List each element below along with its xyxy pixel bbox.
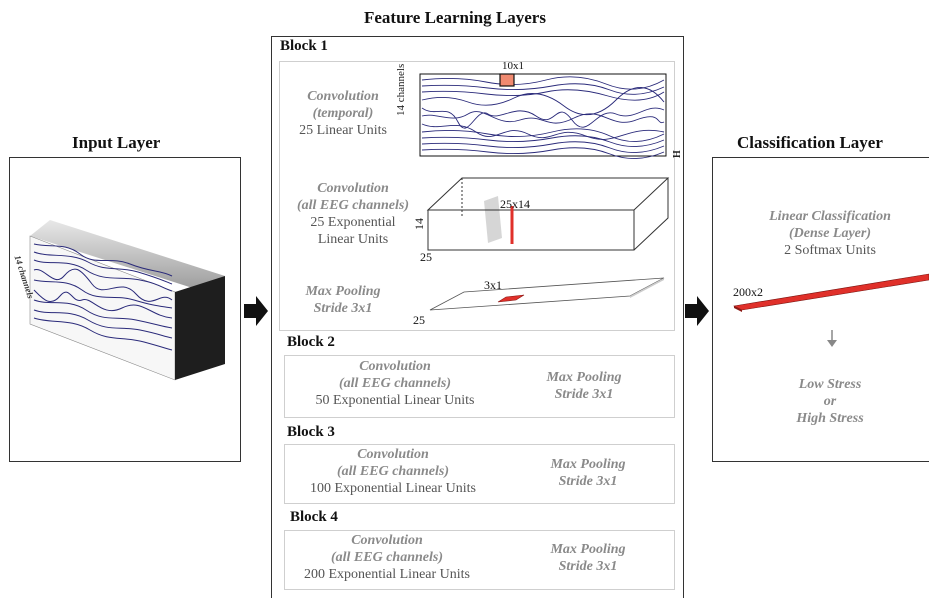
block4-conv-line1: Convolution xyxy=(351,533,423,548)
eeg-waveform-plot xyxy=(419,73,667,159)
block4-pool-line1: Max Pooling xyxy=(550,542,626,557)
block1-title: Block 1 xyxy=(280,38,328,54)
block3-conv-line2: (all EEG channels) xyxy=(336,464,449,479)
spatial-kernel-label: 25x14 xyxy=(500,197,530,211)
conv-temporal-units: 25 Linear Units xyxy=(299,123,387,138)
block4-pool-text: Max Pooling Stride 3x1 xyxy=(528,541,648,575)
conv-spatial-line1: Convolution xyxy=(317,181,389,196)
arrow-right-icon xyxy=(685,296,709,326)
block4-conv-line2: (all EEG channels) xyxy=(330,550,443,565)
block4-pool-line2: Stride 3x1 xyxy=(558,559,618,574)
pool-dim-d: 25 xyxy=(413,313,425,327)
pool-line2: Stride 3x1 xyxy=(313,301,373,316)
block2-title: Block 2 xyxy=(287,334,335,350)
pool-kernel-label: 3x1 xyxy=(484,278,502,292)
dense-dim-label: 200x2 xyxy=(733,285,763,299)
spatial-dim-h: 14 xyxy=(412,218,426,230)
block2-pool-line2: Stride 3x1 xyxy=(554,387,614,402)
block4-units: 200 Exponential Linear Units xyxy=(303,567,471,582)
classification-output: Low Stress or High Stress xyxy=(770,376,890,427)
block4-title: Block 4 xyxy=(290,509,338,525)
dense-layer-bar xyxy=(733,273,929,312)
block4-conv-text: Convolution (all EEG channels) 200 Expon… xyxy=(282,532,492,583)
classification-text: Linear Classification (Dense Layer) 2 So… xyxy=(740,208,920,259)
classification-line1: Linear Classification xyxy=(769,209,891,224)
block4-panel xyxy=(284,530,675,590)
temporal-kernel-marker xyxy=(499,73,515,87)
block2-conv-line1: Convolution xyxy=(359,359,431,374)
input-layer-title: Input Layer xyxy=(72,133,161,152)
block2-conv-line2: (all EEG channels) xyxy=(338,376,451,391)
conv-temporal-line1: Convolution xyxy=(307,89,379,104)
block1-conv-temporal-text: Convolution (temporal) 25 Linear Units xyxy=(286,88,400,139)
pool-slab xyxy=(429,277,665,311)
block2-pool-line1: Max Pooling xyxy=(546,370,622,385)
arrow-right-icon xyxy=(244,296,268,326)
output-or: or xyxy=(823,394,837,409)
conv-spatial-units2: Linear Units xyxy=(317,232,389,247)
block1-conv-spatial-text: Convolution (all EEG channels) 25 Expone… xyxy=(286,180,420,248)
block3-conv-line1: Convolution xyxy=(357,447,429,462)
block2-units: 50 Exponential Linear Units xyxy=(315,393,475,408)
block3-pool-line1: Max Pooling xyxy=(550,457,626,472)
classification-units: 2 Softmax Units xyxy=(784,243,876,258)
block2-conv-text: Convolution (all EEG channels) 50 Expone… xyxy=(300,358,490,409)
block2-pool-text: Max Pooling Stride 3x1 xyxy=(524,369,644,403)
output-low-stress: Low Stress xyxy=(798,377,862,392)
block3-pool-line2: Stride 3x1 xyxy=(558,474,618,489)
classification-line2: (Dense Layer) xyxy=(788,226,872,241)
block3-title: Block 3 xyxy=(287,424,335,440)
classification-layer-title: Classification Layer xyxy=(737,133,883,152)
output-high-stress: High Stress xyxy=(796,411,864,426)
temporal-axis-h-label: H xyxy=(672,150,683,158)
feature-learning-title: Feature Learning Layers xyxy=(364,8,546,27)
spatial-dim-d: 25 xyxy=(420,250,432,264)
block3-panel xyxy=(284,444,675,504)
block1-pool-text: Max Pooling Stride 3x1 xyxy=(286,283,400,317)
conv-spatial-units1: 25 Exponential xyxy=(310,215,396,230)
pool-line1: Max Pooling xyxy=(305,284,381,299)
eeg-input-volume-icon xyxy=(29,220,225,381)
block3-conv-text: Convolution (all EEG channels) 100 Expon… xyxy=(288,446,498,497)
classification-panel xyxy=(712,157,929,462)
conv-spatial-line2: (all EEG channels) xyxy=(296,198,409,213)
block1-panel xyxy=(279,61,675,331)
temporal-channels-label: 14 channels xyxy=(395,63,407,116)
temporal-kernel-label: 10x1 xyxy=(502,60,524,72)
block3-units: 100 Exponential Linear Units xyxy=(309,481,477,496)
input-layer-panel: 14 channels xyxy=(9,157,241,462)
conv-spatial-volume xyxy=(426,177,670,251)
block2-panel xyxy=(284,355,675,418)
arrow-down-icon xyxy=(827,330,837,347)
block3-pool-text: Max Pooling Stride 3x1 xyxy=(528,456,648,490)
conv-temporal-line2: (temporal) xyxy=(312,106,374,121)
